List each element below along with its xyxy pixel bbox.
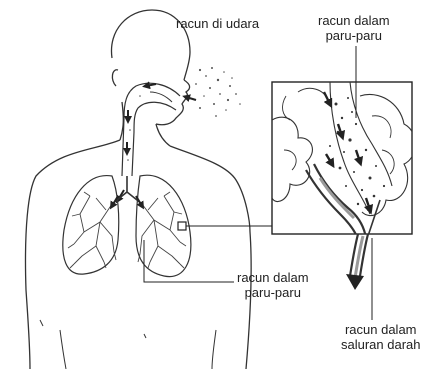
label-line-2: saluran darah bbox=[341, 337, 421, 352]
zoom-source-box bbox=[178, 222, 186, 230]
label-blood-toxins: racun dalam saluran darah bbox=[341, 322, 421, 352]
label-line-2: paru-paru bbox=[318, 28, 390, 43]
label-line-1: racun dalam bbox=[237, 270, 309, 285]
blood-vessel-exit bbox=[346, 234, 368, 290]
label-air-toxins-text: racun di udara bbox=[176, 16, 259, 31]
left-lung bbox=[63, 176, 119, 275]
air-toxin-particles bbox=[127, 67, 241, 161]
label-line-2: paru-paru bbox=[237, 285, 309, 300]
left-bronchial-tree bbox=[68, 192, 116, 268]
label-air-toxins: racun di udara bbox=[176, 16, 259, 31]
lungs bbox=[63, 175, 191, 276]
label-lung-toxins-bottom: racun dalam paru-paru bbox=[237, 270, 309, 300]
label-lung-toxins-top: racun dalam paru-paru bbox=[318, 13, 390, 43]
label-line-1: racun dalam bbox=[341, 322, 421, 337]
zoom-panel bbox=[272, 82, 415, 240]
label-line-1: racun dalam bbox=[318, 13, 390, 28]
